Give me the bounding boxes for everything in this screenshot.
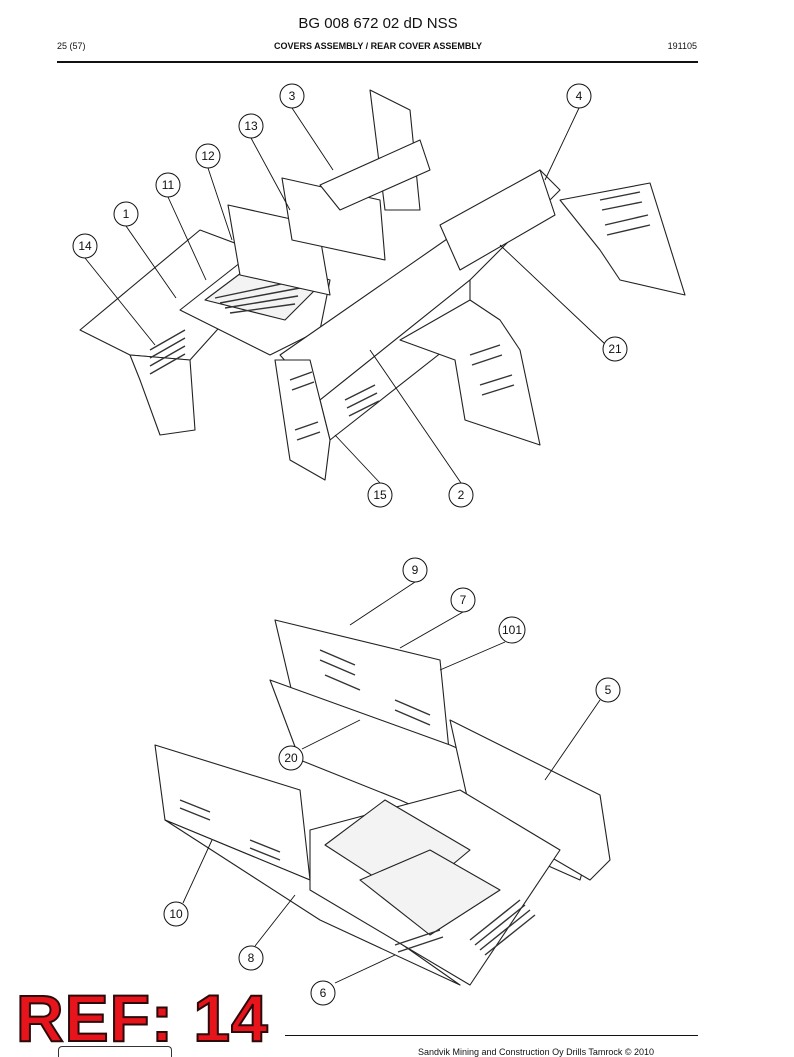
svg-text:13: 13 xyxy=(244,119,258,133)
callout-13: 13 xyxy=(238,113,264,139)
callout-101: 101 xyxy=(498,616,526,644)
document-id: BG 008 672 02 dD NSS xyxy=(298,15,458,32)
svg-text:3: 3 xyxy=(289,89,296,103)
svg-text:15: 15 xyxy=(373,488,387,502)
svg-text:101: 101 xyxy=(502,623,522,637)
company-logo-icon xyxy=(58,1046,172,1057)
callout-7: 7 xyxy=(450,587,476,613)
svg-text:1: 1 xyxy=(123,207,130,221)
header-rule xyxy=(57,61,698,63)
footer-rule xyxy=(285,1035,698,1036)
svg-text:8: 8 xyxy=(248,951,255,965)
document-code: 191105 xyxy=(667,41,697,51)
svg-text:5: 5 xyxy=(605,683,612,697)
svg-text:6: 6 xyxy=(320,986,327,1000)
callout-3: 3 xyxy=(279,83,305,109)
callout-8: 8 xyxy=(238,945,264,971)
leader-lines xyxy=(84,107,606,984)
footer-copyright: Sandvik Mining and Construction Oy Drill… xyxy=(418,1047,655,1057)
callout-1: 1 xyxy=(113,201,139,227)
callout-20: 20 xyxy=(278,745,304,771)
svg-text:20: 20 xyxy=(284,751,298,765)
svg-text:14: 14 xyxy=(78,239,92,253)
section-title: COVERS ASSEMBLY / REAR COVER ASSEMBLY xyxy=(273,41,483,51)
page-number: 25 (57) xyxy=(57,41,86,51)
ref-stamp: REF: 14 xyxy=(15,981,269,1055)
callout-14: 14 xyxy=(72,233,98,259)
callout-10: 10 xyxy=(163,901,189,927)
covers-assembly-illustration xyxy=(79,89,686,481)
callout-9: 9 xyxy=(402,557,428,583)
svg-text:7: 7 xyxy=(460,593,467,607)
callout-4: 4 xyxy=(566,83,592,109)
svg-text:2: 2 xyxy=(458,488,465,502)
svg-text:11: 11 xyxy=(162,178,175,192)
svg-text:4: 4 xyxy=(576,89,583,103)
callout-12: 12 xyxy=(195,143,221,169)
svg-text:12: 12 xyxy=(201,149,215,163)
callout-21: 21 xyxy=(602,336,628,362)
callout-2: 2 xyxy=(448,482,474,508)
rear-cover-assembly-illustration xyxy=(154,619,611,986)
callout-5: 5 xyxy=(595,677,621,703)
svg-text:9: 9 xyxy=(412,563,419,577)
callout-15: 15 xyxy=(367,482,393,508)
svg-text:10: 10 xyxy=(169,907,183,921)
callout-11: 11 xyxy=(155,172,181,198)
callout-6: 6 xyxy=(310,980,336,1006)
svg-text:21: 21 xyxy=(608,342,622,356)
